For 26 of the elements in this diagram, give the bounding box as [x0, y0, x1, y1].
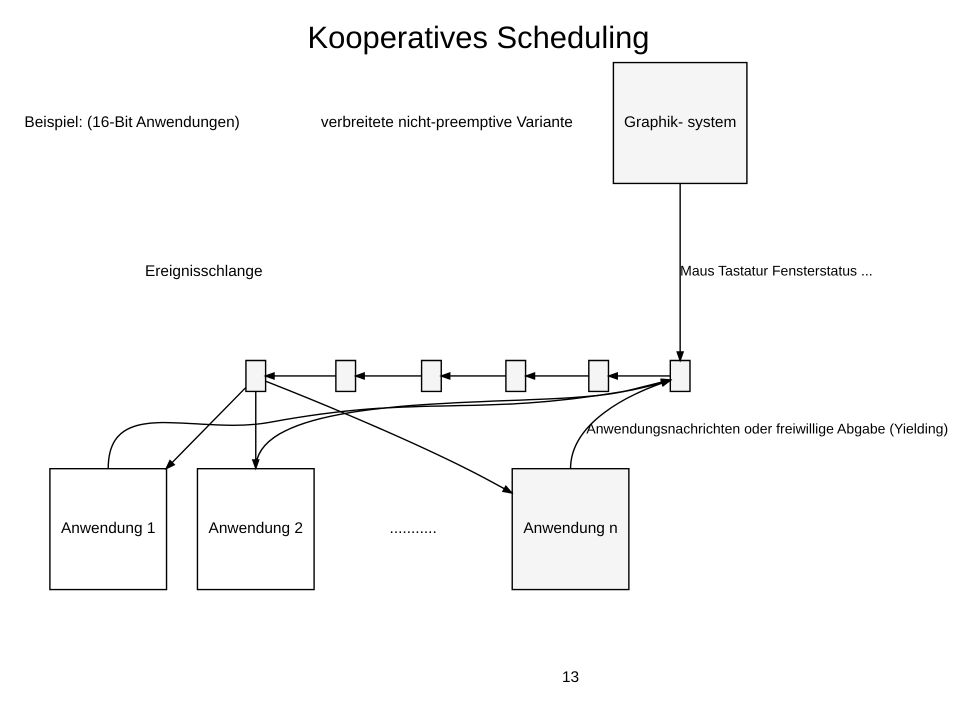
diagram-title: Kooperatives Scheduling	[308, 19, 650, 54]
label: Beispiel: (16-Bit Anwendungen)	[24, 113, 240, 130]
node-box	[245, 359, 266, 392]
node-box	[420, 359, 442, 392]
node-box: Graphik- system	[612, 61, 748, 184]
arrow	[354, 372, 422, 380]
node-box: Anwendung 2	[196, 468, 315, 590]
label: verbreitete nicht-preemptive Variante	[320, 113, 573, 130]
label: 13	[562, 668, 580, 686]
node-box	[335, 359, 356, 392]
node-box	[588, 359, 610, 392]
edge-label: Anwendungsnachrichten oder freiwillige Abgabe (Yielding)	[586, 420, 948, 436]
arrow	[164, 386, 246, 470]
label: ...........	[390, 520, 437, 537]
label: Ereignisschlange	[144, 262, 263, 280]
node-box	[505, 359, 526, 392]
arrow	[266, 380, 514, 494]
edge-label: Maus Tastatur Fensterstatus ...	[680, 262, 873, 278]
arrow	[439, 372, 506, 380]
arrow	[263, 372, 336, 380]
node-box: Anwendung 1	[49, 468, 168, 590]
arrow	[606, 372, 670, 380]
node-box	[670, 359, 691, 392]
arrow	[524, 372, 588, 380]
node-box: Anwendung n	[512, 468, 630, 590]
arrow	[676, 183, 684, 362]
